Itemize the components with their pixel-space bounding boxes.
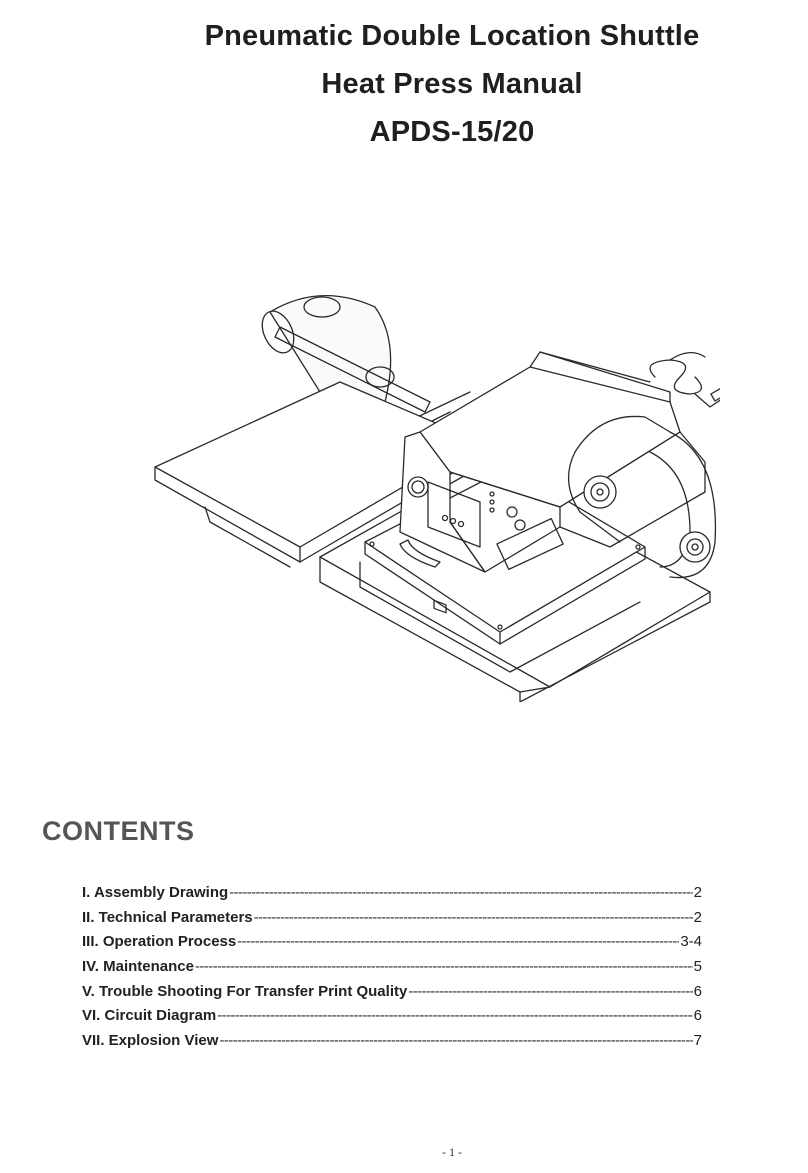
toc-leader: ----------------------------------------… <box>229 884 693 901</box>
toc-entry[interactable]: II. Technical Parameters ---------------… <box>82 909 702 934</box>
toc-entry-page: 7 <box>693 1032 702 1050</box>
toc-entry[interactable]: III. Operation Process -----------------… <box>82 933 702 958</box>
toc-entry[interactable]: V. Trouble Shooting For Transfer Print Q… <box>82 983 702 1008</box>
toc-leader: ----------------------------------------… <box>219 1032 692 1050</box>
toc-entry-page: 2 <box>693 884 702 901</box>
heat-press-machine-drawing <box>154 294 720 702</box>
title-line-1: Pneumatic Double Location Shuttle <box>204 20 700 52</box>
toc-entry[interactable]: IV. Maintenance ------------------------… <box>82 958 702 983</box>
toc-leader: ----------------------------------------… <box>217 1007 692 1025</box>
title-line-3: APDS-15/20 <box>369 116 535 148</box>
document-title: Pneumatic Double Location Shuttle Heat P… <box>0 12 808 156</box>
toc-entry-page: 5 <box>693 958 702 976</box>
toc-entry-page: 3-4 <box>680 933 702 951</box>
toc-entry-page: 6 <box>693 982 702 1000</box>
toc-entry[interactable]: I. Assembly Drawing --------------------… <box>82 884 702 909</box>
table-of-contents: I. Assembly Drawing --------------------… <box>82 884 702 1057</box>
toc-entry-label: I. Assembly Drawing <box>82 884 229 901</box>
toc-leader: ----------------------------------------… <box>195 958 693 976</box>
toc-entry-page: 2 <box>693 908 702 926</box>
toc-entry-label: VII. Explosion View <box>82 1032 219 1050</box>
toc-leader: ----------------------------------------… <box>237 933 679 951</box>
toc-entry-label: IV. Maintenance <box>82 958 194 976</box>
toc-entry-label: V. Trouble Shooting For Transfer Print Q… <box>82 982 408 1000</box>
toc-entry-label: III. Operation Process <box>82 933 237 951</box>
toc-leader: ----------------------------------------… <box>408 982 693 1000</box>
toc-entry-label: II. Technical Parameters <box>82 908 253 926</box>
toc-leader: ----------------------------------------… <box>253 908 693 926</box>
contents-heading: CONTENTS <box>42 816 195 846</box>
toc-entry[interactable]: VI. Circuit Diagram --------------------… <box>82 1007 702 1032</box>
toc-entry-page: 6 <box>693 1007 702 1025</box>
page-number: - 1 - <box>442 1145 462 1159</box>
title-line-2: Heat Press Manual <box>321 68 583 100</box>
toc-entry-label: VI. Circuit Diagram <box>82 1007 217 1025</box>
toc-entry[interactable]: VII. Explosion View --------------------… <box>82 1032 702 1057</box>
